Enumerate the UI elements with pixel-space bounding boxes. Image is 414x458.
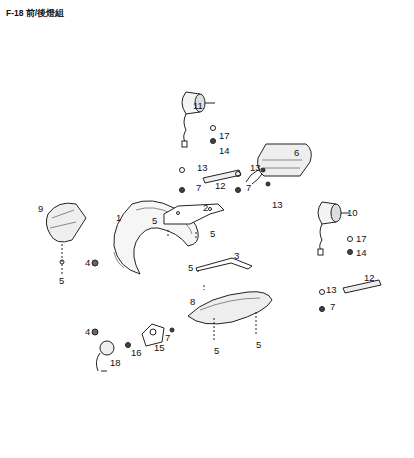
callout-number: 10 — [347, 208, 358, 218]
callout-number: 7 — [246, 183, 251, 193]
callout-number: 12 — [215, 181, 226, 191]
callout-number: 4 — [85, 327, 90, 337]
callout-number: 13 — [197, 163, 208, 173]
screw — [92, 260, 98, 266]
nut — [236, 188, 241, 193]
turn-signal-lamp — [182, 92, 216, 147]
callout-number: 1 — [116, 213, 121, 223]
callout-number: 12 — [364, 273, 375, 283]
callout-number: 6 — [294, 148, 299, 158]
screw — [180, 168, 185, 173]
screw — [320, 290, 325, 295]
callout-number: 7 — [330, 302, 335, 312]
callout-number: 5 — [210, 229, 215, 239]
callout-number: 13 — [272, 200, 283, 210]
screw — [92, 329, 98, 335]
callout-number: 9 — [38, 204, 43, 214]
callout-number: 14 — [219, 146, 230, 156]
lower-cover — [188, 292, 272, 342]
callout-number: 5 — [214, 346, 219, 356]
callout-number: 5 — [152, 216, 157, 226]
callout-number: 8 — [190, 297, 195, 307]
callout-number: 2 — [203, 203, 208, 213]
callout-number: 11 — [193, 101, 203, 111]
diagram-title: F-18 前/後燈組 — [6, 8, 64, 20]
callout-number: 7 — [196, 183, 201, 193]
callout-number: 14 — [356, 248, 367, 258]
reflector — [343, 280, 381, 293]
tail-light — [246, 144, 311, 186]
callout-number: 3 — [234, 251, 239, 261]
callout-number: 17 — [219, 131, 230, 141]
callout-number: 18 — [110, 358, 121, 368]
bracket — [164, 204, 224, 240]
callout-number: 5 — [256, 340, 261, 350]
callout-number: 17 — [356, 234, 367, 244]
screw — [236, 172, 241, 177]
bracket — [196, 258, 252, 290]
turn-signal-lamp — [46, 203, 86, 274]
callout-number: 4 — [85, 258, 90, 268]
callout-number: 16 — [131, 348, 142, 358]
callout-number: 7 — [165, 333, 170, 343]
nut — [320, 307, 325, 312]
nut — [180, 188, 185, 193]
callout-number: 13 — [250, 163, 261, 173]
callout-number: 13 — [326, 285, 337, 295]
callout-number: 15 — [154, 343, 165, 353]
callout-number: 5 — [59, 276, 64, 286]
callout-number: 5 — [188, 263, 193, 273]
small-bracket — [126, 324, 175, 348]
